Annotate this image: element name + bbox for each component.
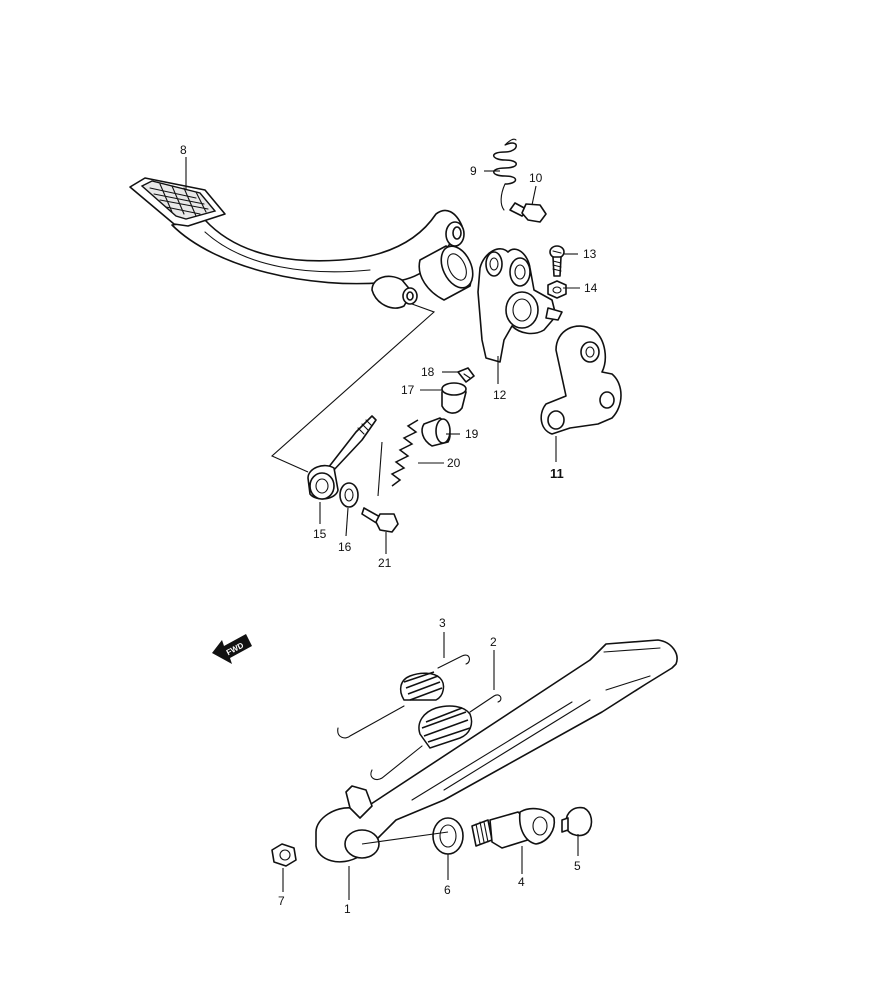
fwd-arrow-icon: FWD: [212, 634, 252, 664]
screw-13: [549, 245, 565, 277]
pedal-bush: [418, 245, 474, 301]
callout-2: 2: [490, 635, 497, 649]
pivot-bolt: [471, 807, 556, 849]
callout-17: 17: [401, 383, 415, 397]
side-stand-assembly: FWD: [212, 634, 678, 867]
spring-20: [390, 419, 419, 487]
callout-6: 6: [444, 883, 451, 897]
collar-19: [421, 417, 451, 447]
assembly-line-lower: [361, 831, 449, 845]
callout-7: 7: [278, 894, 285, 908]
callout-20: 20: [447, 456, 461, 470]
nut-7: [271, 843, 297, 867]
brake-arm: [477, 248, 563, 363]
brake-rod: [327, 415, 377, 473]
brake-pedal: [129, 177, 465, 309]
assembly-lines: [270, 303, 436, 497]
stand-spring-3: [337, 654, 471, 739]
callouts: 8 9 10 13 14 12 11 18 17 19 20 15 16 21 …: [180, 143, 598, 916]
callout-1: 1: [344, 902, 351, 916]
nut-14: [547, 280, 567, 299]
callout-14: 14: [584, 281, 598, 295]
callout-11: 11: [550, 466, 564, 481]
callout-19: 19: [465, 427, 479, 441]
stopper-5: [561, 806, 593, 837]
callout-13: 13: [583, 247, 597, 261]
brake-pedal-assembly: [129, 138, 622, 533]
callout-9: 9: [470, 164, 477, 178]
return-spring: [493, 138, 517, 211]
callout-4: 4: [518, 875, 525, 889]
callout-21: 21: [378, 556, 392, 570]
rod-joint: [307, 464, 339, 500]
callout-5: 5: [574, 859, 581, 873]
stand-spring-2: [370, 694, 502, 781]
side-stand: [315, 639, 678, 863]
callout-15: 15: [313, 527, 327, 541]
leaders: [185, 157, 580, 900]
footrest-bracket: [540, 325, 622, 435]
washer-6: [432, 817, 464, 855]
callout-10: 10: [529, 171, 543, 185]
callout-12: 12: [493, 388, 507, 402]
callout-16: 16: [338, 540, 352, 554]
callout-8: 8: [180, 143, 187, 157]
callout-3: 3: [439, 616, 446, 630]
washer-16: [339, 482, 359, 508]
joint-pin: [441, 382, 467, 414]
callout-18: 18: [421, 365, 435, 379]
cotter-pin: [457, 367, 475, 383]
bolt-10: [509, 202, 547, 223]
bolt-21: [361, 507, 399, 533]
